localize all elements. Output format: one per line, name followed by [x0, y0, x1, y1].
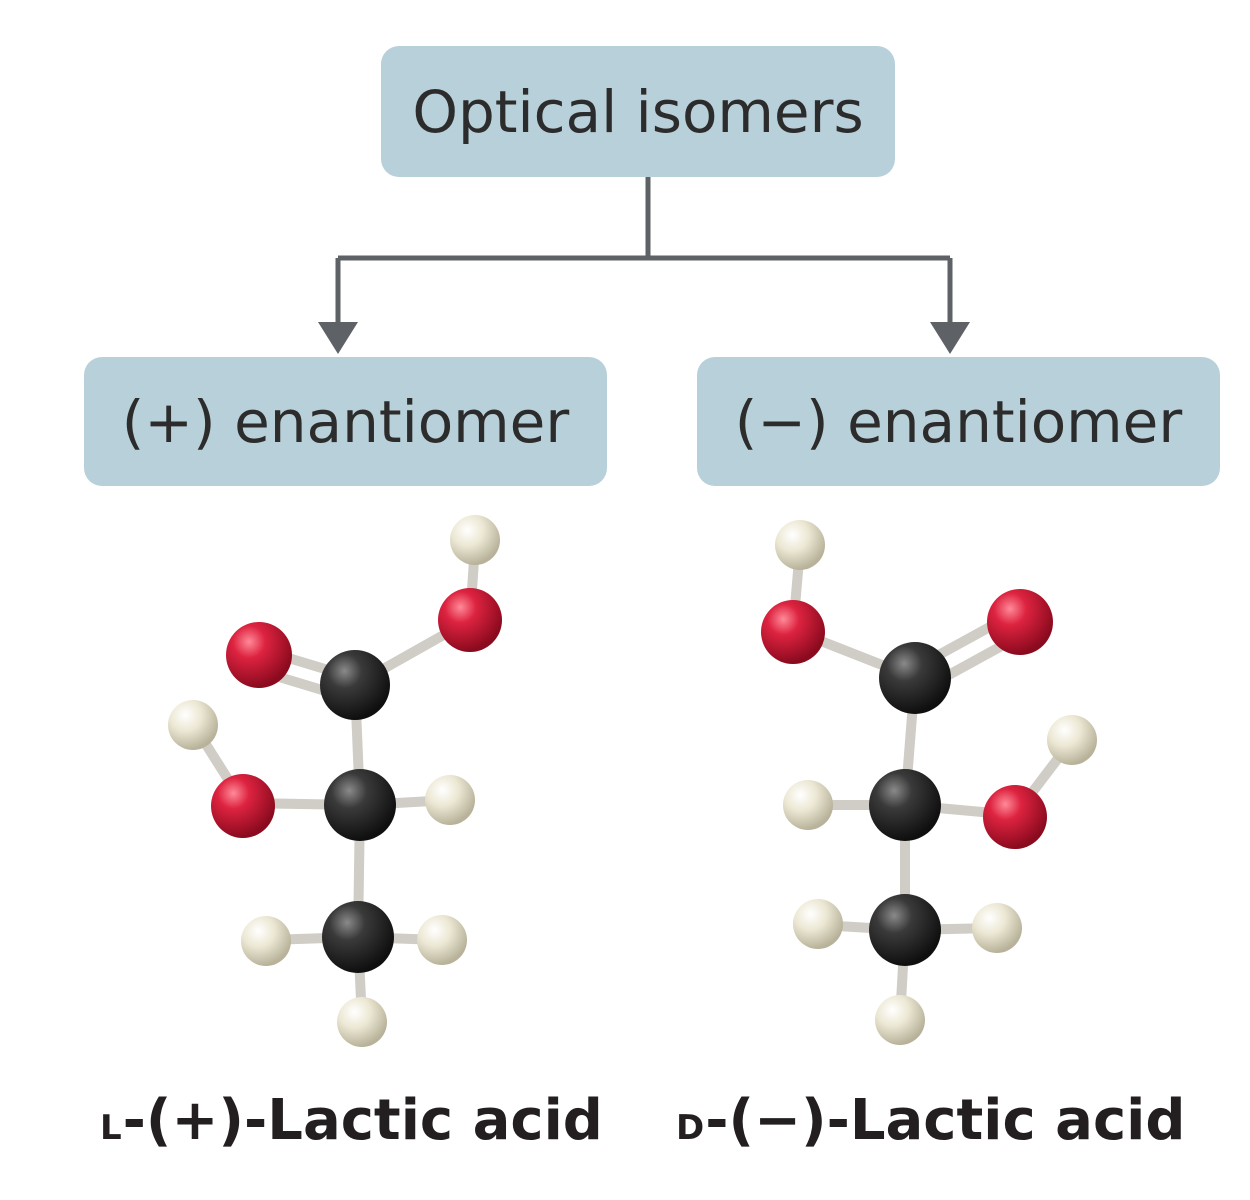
d-configuration-prefix: D: [676, 1108, 706, 1148]
tree-connectors: [335, 177, 953, 326]
atom-hydrogen: [337, 997, 387, 1047]
atom-oxygen: [987, 589, 1053, 655]
minus-enantiomer-label: (−) enantiomer: [734, 387, 1183, 456]
minus-enantiomer-box: (−) enantiomer: [697, 357, 1220, 486]
arrowhead-right: [930, 322, 970, 354]
atom-carbon: [320, 650, 390, 720]
atom-oxygen: [226, 622, 292, 688]
atom-carbon: [322, 901, 394, 973]
root-label: Optical isomers: [412, 77, 864, 146]
atom-hydrogen: [425, 775, 475, 825]
atom-hydrogen: [450, 515, 500, 565]
arrowhead-left: [318, 322, 358, 354]
d-lactic-acid-name: D-(−)-Lactic acid: [676, 1088, 1185, 1158]
atom-oxygen: [761, 600, 825, 664]
l-configuration-prefix: L: [100, 1108, 123, 1148]
atom-oxygen: [211, 774, 275, 838]
atom-hydrogen: [775, 520, 825, 570]
d-lactic-acid-name-text: -(−)-Lactic acid: [705, 1088, 1186, 1153]
l-lactic-acid-name: L-(+)-Lactic acid: [100, 1088, 603, 1158]
l-lactic-acid-name-text: -(+)-Lactic acid: [122, 1088, 603, 1153]
root-box: Optical isomers: [381, 46, 895, 177]
atom-hydrogen: [875, 995, 925, 1045]
atom-hydrogen: [783, 780, 833, 830]
molecule-l-lactic-acid: [168, 515, 502, 1047]
atom-hydrogen: [972, 903, 1022, 953]
atom-hydrogen: [241, 916, 291, 966]
plus-enantiomer-box: (+) enantiomer: [84, 357, 607, 486]
plus-enantiomer-label: (+) enantiomer: [121, 387, 570, 456]
atom-oxygen: [438, 588, 502, 652]
atom-carbon: [869, 769, 941, 841]
atom-oxygen: [983, 785, 1047, 849]
atom-carbon: [879, 642, 951, 714]
molecule-d-lactic-acid: [761, 520, 1097, 1045]
atom-hydrogen: [168, 700, 218, 750]
atom-carbon: [324, 769, 396, 841]
atom-hydrogen: [793, 899, 843, 949]
atom-hydrogen: [1047, 715, 1097, 765]
atom-hydrogen: [417, 915, 467, 965]
atom-carbon: [869, 894, 941, 966]
